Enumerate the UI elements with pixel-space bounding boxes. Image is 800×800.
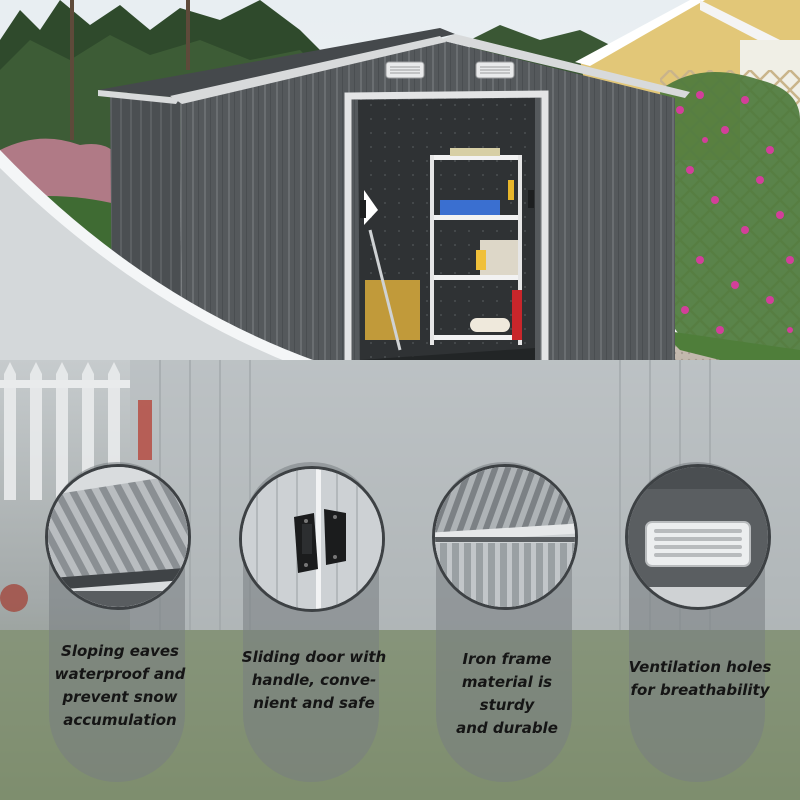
feature-iron-frame: Iron frame material is sturdy and durabl… xyxy=(404,0,604,800)
shelving-unit xyxy=(430,148,522,345)
roof-eaves-closeup-icon xyxy=(45,464,191,610)
feature-ventilation: Ventilation holes for breathability xyxy=(597,0,797,800)
door-handle-closeup-icon xyxy=(239,466,385,612)
feature-sliding-door: Sliding door with handle, conve- nient a… xyxy=(211,0,411,800)
feature-sloping-eaves: Sloping eaves waterproof and prevent sno… xyxy=(17,0,217,800)
feature-caption: Ventilation holes for breathability xyxy=(628,658,772,699)
rose-trellis xyxy=(660,70,800,370)
feature-caption: Iron frame material is sturdy and durabl… xyxy=(456,650,558,737)
garden-tools xyxy=(364,190,420,351)
feature-caption: Sloping eaves waterproof and prevent sno… xyxy=(54,642,186,729)
metal-shed xyxy=(98,28,690,404)
vent-grille-closeup-icon xyxy=(625,464,771,610)
feature-caption: Sliding door with handle, conve- nient a… xyxy=(241,648,387,712)
iron-frame-closeup-icon xyxy=(432,464,578,610)
